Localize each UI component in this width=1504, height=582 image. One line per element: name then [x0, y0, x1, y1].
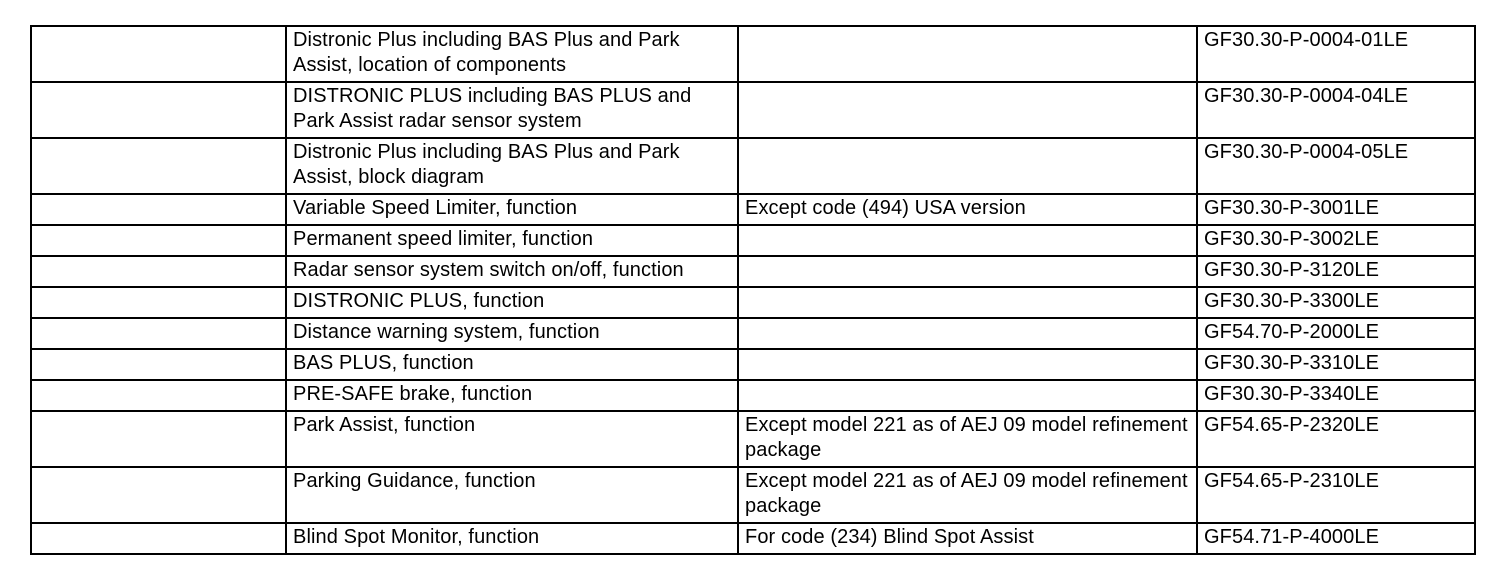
row-note-cell: Except model 221 as of AEJ 09 model refi… — [737, 410, 1198, 468]
row-indent-cell — [30, 410, 287, 468]
row-note-cell: For code (234) Blind Spot Assist — [737, 522, 1198, 555]
row-indent-cell — [30, 522, 287, 555]
row-indent-cell — [30, 137, 287, 195]
row-document-code-cell: GF30.30-P-3340LE — [1196, 379, 1476, 412]
row-description-cell: Permanent speed limiter, function — [285, 224, 739, 257]
table-body: Distronic Plus including BAS Plus and Pa… — [30, 25, 1476, 555]
row-document-code-cell: GF30.30-P-3002LE — [1196, 224, 1476, 257]
row-document-code-cell: GF30.30-P-3001LE — [1196, 193, 1476, 226]
row-note-cell: Except model 221 as of AEJ 09 model refi… — [737, 466, 1198, 524]
table-row: Permanent speed limiter, function GF30.3… — [30, 224, 1476, 257]
row-note-cell — [737, 81, 1198, 139]
row-indent-cell — [30, 81, 287, 139]
table-row: Distronic Plus including BAS Plus and Pa… — [30, 25, 1476, 83]
row-indent-cell — [30, 193, 287, 226]
row-document-code-cell: GF54.70-P-2000LE — [1196, 317, 1476, 350]
row-note-cell — [737, 348, 1198, 381]
row-indent-cell — [30, 255, 287, 288]
table-row: Blind Spot Monitor, function For code (2… — [30, 522, 1476, 555]
table-row: Distance warning system, function GF54.7… — [30, 317, 1476, 350]
row-note-cell — [737, 379, 1198, 412]
table-row: DISTRONIC PLUS, function GF30.30-P-3300L… — [30, 286, 1476, 319]
table-row: Park Assist, function Except model 221 a… — [30, 410, 1476, 468]
row-document-code-cell: GF30.30-P-3310LE — [1196, 348, 1476, 381]
table-row: PRE-SAFE brake, function GF30.30-P-3340L… — [30, 379, 1476, 412]
row-description-cell: DISTRONIC PLUS including BAS PLUS and Pa… — [285, 81, 739, 139]
row-description-cell: PRE-SAFE brake, function — [285, 379, 739, 412]
row-description-cell: Radar sensor system switch on/off, funct… — [285, 255, 739, 288]
row-indent-cell — [30, 286, 287, 319]
row-note-cell — [737, 137, 1198, 195]
table-row: Variable Speed Limiter, function Except … — [30, 193, 1476, 226]
row-description-cell: DISTRONIC PLUS, function — [285, 286, 739, 319]
row-description-cell: Parking Guidance, function — [285, 466, 739, 524]
row-note-cell — [737, 286, 1198, 319]
row-document-code-cell: GF30.30-P-0004-01LE — [1196, 25, 1476, 83]
row-document-code-cell: GF30.30-P-0004-05LE — [1196, 137, 1476, 195]
table-row: DISTRONIC PLUS including BAS PLUS and Pa… — [30, 81, 1476, 139]
row-description-cell: BAS PLUS, function — [285, 348, 739, 381]
table-row: Radar sensor system switch on/off, funct… — [30, 255, 1476, 288]
row-note-cell — [737, 255, 1198, 288]
row-note-cell — [737, 224, 1198, 257]
row-document-code-cell: GF30.30-P-0004-04LE — [1196, 81, 1476, 139]
row-description-cell: Distance warning system, function — [285, 317, 739, 350]
row-indent-cell — [30, 25, 287, 83]
row-description-cell: Variable Speed Limiter, function — [285, 193, 739, 226]
row-note-cell: Except code (494) USA version — [737, 193, 1198, 226]
row-document-code-cell: GF30.30-P-3120LE — [1196, 255, 1476, 288]
row-indent-cell — [30, 466, 287, 524]
document-table: Distronic Plus including BAS Plus and Pa… — [30, 25, 1476, 555]
row-description-cell: Distronic Plus including BAS Plus and Pa… — [285, 25, 739, 83]
row-note-cell — [737, 25, 1198, 83]
row-indent-cell — [30, 317, 287, 350]
row-description-cell: Distronic Plus including BAS Plus and Pa… — [285, 137, 739, 195]
row-indent-cell — [30, 348, 287, 381]
table-row: BAS PLUS, function GF30.30-P-3310LE — [30, 348, 1476, 381]
row-indent-cell — [30, 379, 287, 412]
row-document-code-cell: GF54.71-P-4000LE — [1196, 522, 1476, 555]
row-document-code-cell: GF30.30-P-3300LE — [1196, 286, 1476, 319]
document-table-wrap: Distronic Plus including BAS Plus and Pa… — [30, 25, 1476, 555]
row-indent-cell — [30, 224, 287, 257]
table-row: Distronic Plus including BAS Plus and Pa… — [30, 137, 1476, 195]
row-document-code-cell: GF54.65-P-2320LE — [1196, 410, 1476, 468]
row-description-cell: Blind Spot Monitor, function — [285, 522, 739, 555]
table-row: Parking Guidance, function Except model … — [30, 466, 1476, 524]
row-document-code-cell: GF54.65-P-2310LE — [1196, 466, 1476, 524]
row-note-cell — [737, 317, 1198, 350]
row-description-cell: Park Assist, function — [285, 410, 739, 468]
